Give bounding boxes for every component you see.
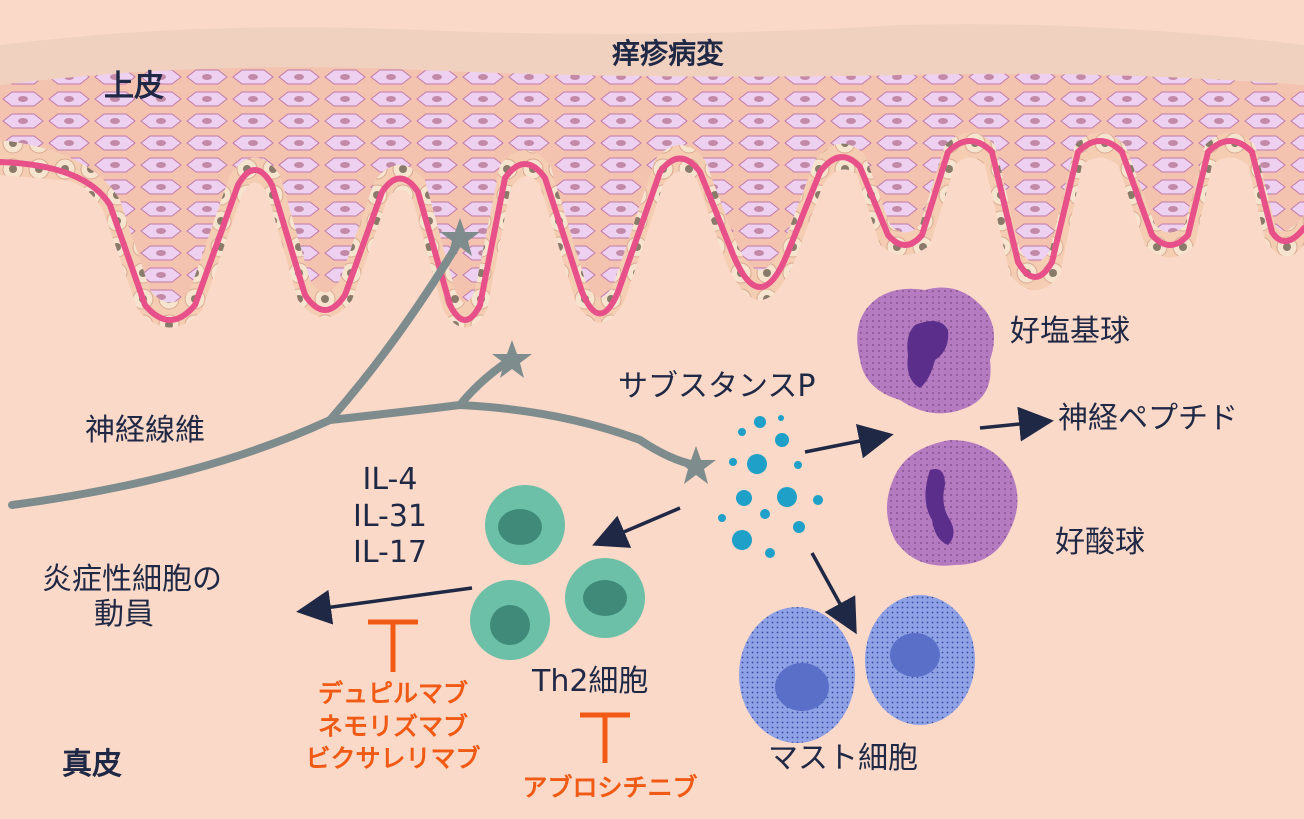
eosinophil-label: 好酸球: [1055, 526, 1145, 561]
inflammatory-line-1: 炎症性細胞の: [42, 563, 222, 598]
dermis-label: 真皮: [62, 748, 122, 783]
mast-cell-label: マスト細胞: [768, 742, 918, 777]
neuropeptide-label: 神経ペプチド: [1058, 402, 1238, 437]
interleukin-item: IL-31: [340, 499, 440, 536]
epidermis-label: 上皮: [104, 70, 164, 105]
jak-inhibitor-label: アブロシチニブ: [510, 772, 710, 805]
nerve-fiber-label: 神経線維: [85, 414, 205, 449]
drug-name: デュピルマブ: [283, 678, 503, 711]
biologic-drug-list: デュピルマブ ネモリズマブ ビクサレリマブ: [283, 678, 503, 776]
lesion-label: 痒疹病変: [612, 38, 724, 70]
substance-p-label: サブスタンスP: [618, 370, 816, 405]
basophil-label: 好塩基球: [1010, 315, 1130, 350]
interleukin-list: IL-4 IL-31 IL-17: [340, 462, 440, 572]
interleukin-item: IL-4: [340, 462, 440, 499]
th2-cell-label: Th2細胞: [532, 665, 648, 700]
drug-name: ビクサレリマブ: [283, 743, 503, 776]
interleukin-item: IL-17: [340, 535, 440, 572]
inflammatory-recruitment-label: 炎症性細胞の 動員: [42, 563, 222, 632]
inflammatory-line-2: 動員: [42, 598, 222, 633]
drug-name: ネモリズマブ: [283, 711, 503, 744]
